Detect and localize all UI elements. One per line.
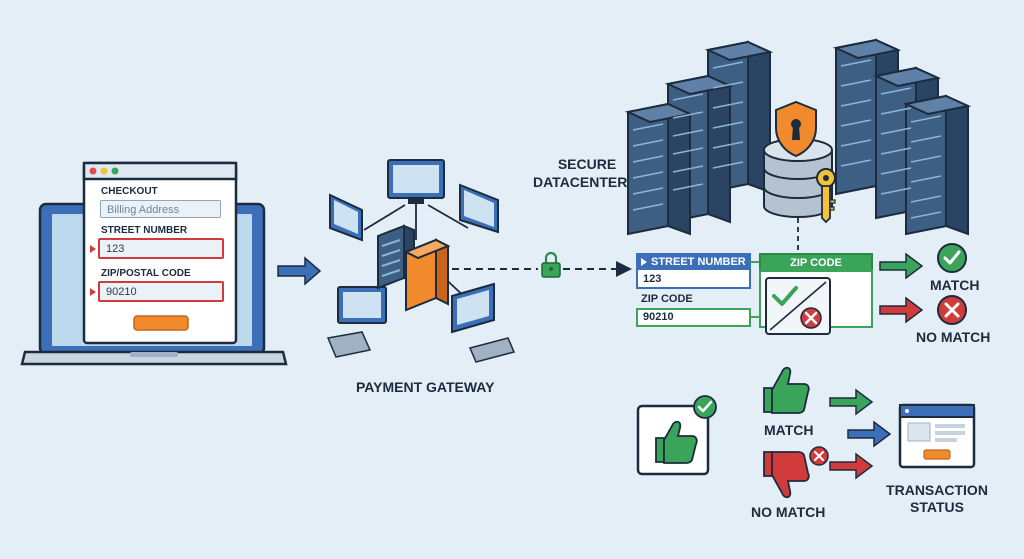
zip-postal-code-input[interactable]: 90210 xyxy=(98,281,224,302)
transaction-status-line1: TRANSACTION xyxy=(886,482,988,498)
padlock-icon xyxy=(541,251,561,278)
thumbs-down-icon xyxy=(763,446,829,499)
result-match-label: MATCH xyxy=(764,422,814,438)
monitor-icon-top xyxy=(387,159,445,204)
street-number-header: STREET NUMBER xyxy=(651,256,746,268)
no-match-x-badge-icon xyxy=(937,295,967,325)
arrow-match-icon xyxy=(879,252,924,280)
zip-code-label: ZIP CODE xyxy=(641,293,693,305)
datacenter-label-line2: DATACENTER xyxy=(533,174,628,190)
check-mark-icon xyxy=(772,286,798,306)
comparison-match-label: MATCH xyxy=(930,277,980,293)
comparison-no-match-label: NO MATCH xyxy=(916,329,991,345)
key-icon xyxy=(816,168,836,224)
rack-slot-lines xyxy=(632,59,942,219)
security-shield-icon xyxy=(775,100,817,158)
billing-address-input[interactable]: Billing Address xyxy=(100,200,221,218)
maximize-dot-icon xyxy=(111,167,119,175)
minimize-dot-icon xyxy=(100,167,108,175)
arrow-no-match-icon xyxy=(879,296,924,324)
zip-code-header: ZIP CODE xyxy=(790,257,842,269)
approved-thumbs-up-card xyxy=(636,395,717,476)
transaction-status-line2: STATUS xyxy=(910,499,964,515)
monitor-icon-left xyxy=(329,193,363,242)
datacenter-server-racks xyxy=(624,38,972,236)
checkout-title: CHECKOUT xyxy=(101,186,158,197)
street-number-input[interactable]: 123 xyxy=(98,238,224,259)
zip-postal-code-label: ZIP/POSTAL CODE xyxy=(101,268,191,279)
transaction-status-window-icon xyxy=(898,403,976,469)
result-arrows xyxy=(829,388,892,480)
computer-icon-bottom-left xyxy=(326,286,387,358)
thumbs-up-icon xyxy=(763,366,810,414)
street-number-value: 123 xyxy=(643,273,662,285)
close-dot-icon xyxy=(89,167,97,175)
zip-code-value: 90210 xyxy=(643,311,674,323)
gateway-server-icon xyxy=(377,224,451,312)
payment-gateway-label: PAYMENT GATEWAY xyxy=(356,379,495,395)
match-check-badge-icon xyxy=(937,243,967,273)
datacenter-label-line1: SECURE xyxy=(557,156,617,172)
submit-button[interactable] xyxy=(133,315,189,331)
street-number-label: STREET NUMBER xyxy=(101,225,188,236)
arrow-to-gateway-icon xyxy=(277,256,322,286)
computer-icon-bottom-right xyxy=(451,282,516,363)
result-no-match-label: NO MATCH xyxy=(751,504,826,520)
field-error-pointer-icons xyxy=(90,245,96,296)
monitor-icon-right xyxy=(459,183,499,234)
x-mark-icon xyxy=(800,307,822,329)
